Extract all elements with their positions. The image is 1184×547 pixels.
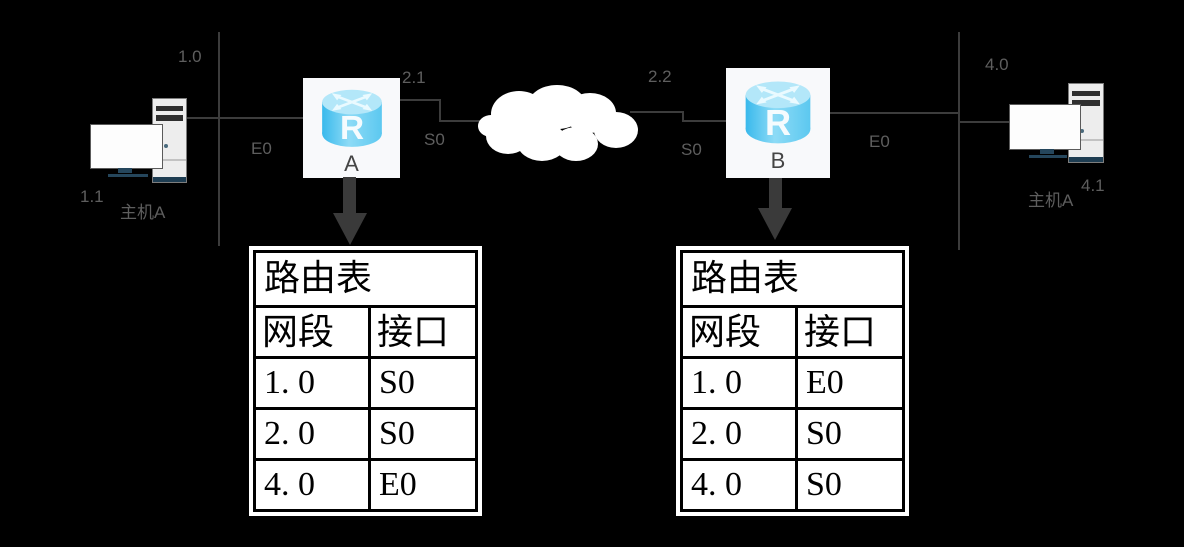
- router-arrows-icon: [336, 95, 367, 109]
- network-cell: 2. 0: [253, 407, 371, 461]
- monitor-stand: [1040, 149, 1054, 154]
- table-row: 4. 0 S0: [680, 458, 905, 512]
- left-host-link-line: [186, 117, 304, 119]
- router-a-name: A: [344, 151, 359, 176]
- tower-button: [164, 144, 168, 148]
- network-cell: 2. 0: [680, 407, 798, 461]
- interface-cell: S0: [368, 356, 478, 410]
- router-icon: R: [745, 81, 811, 144]
- left-host-ip-label: 1.1: [80, 187, 104, 206]
- network-cell: 4. 0: [253, 458, 371, 512]
- table-row: 4. 0 E0: [253, 458, 478, 512]
- router-b-wan-line-1: [630, 111, 684, 113]
- router-b-s0-label: S0: [681, 140, 702, 159]
- tower-button: [1080, 129, 1084, 133]
- router-b-e0-label: E0: [869, 132, 890, 151]
- router-b-name: B: [770, 148, 786, 173]
- column-header-interface: 接口: [795, 305, 905, 359]
- monitor-icon: [90, 124, 163, 169]
- router-b: R B: [726, 68, 830, 178]
- router-icon: R: [321, 89, 382, 147]
- router-a-e0-label: E0: [251, 139, 272, 158]
- interface-cell: E0: [795, 356, 905, 410]
- router-a-wan-line-1: [400, 99, 441, 101]
- routing-table-a: 路由表 网段 接口 1. 0 S0 2. 0 S0 4. 0 E0: [249, 246, 482, 516]
- interface-cell: S0: [795, 407, 905, 461]
- interface-cell: E0: [368, 458, 478, 512]
- monitor-stand-base: [108, 174, 148, 177]
- right-host-icon: [1006, 82, 1106, 163]
- routing-table-b: 路由表 网段 接口 1. 0 E0 2. 0 S0 4. 0 S0: [676, 246, 909, 516]
- router-b-lan-line: [830, 112, 959, 114]
- router-arrows-icon: [761, 87, 795, 102]
- router-b-wan-line-2: [682, 120, 727, 122]
- router-letter: R: [765, 102, 791, 143]
- router-a: R A: [303, 78, 400, 178]
- tower-slot: [1072, 100, 1100, 106]
- router-a-wan-line-2: [439, 120, 494, 122]
- monitor-stand-base: [1029, 155, 1067, 158]
- interface-cell: S0: [368, 407, 478, 461]
- routing-table-title: 路由表: [253, 250, 478, 308]
- tower-base: [153, 177, 186, 182]
- router-b-wan-line-step: [682, 111, 684, 122]
- router-a-arrow-shaft: [343, 177, 356, 216]
- router-a-s0-label: S0: [424, 130, 445, 149]
- network-cell: 1. 0: [253, 356, 371, 410]
- tower-slot: [1072, 91, 1100, 96]
- tower-slot: [156, 115, 183, 121]
- right-host-link-line: [958, 121, 1010, 123]
- tower-slot: [156, 106, 183, 111]
- router-b-arrow-shaft: [769, 178, 782, 211]
- column-header-network: 网段: [253, 305, 371, 359]
- table-row: 1. 0 S0: [253, 356, 478, 410]
- right-host-ip-label: 4.1: [1081, 176, 1105, 195]
- interface-cell: S0: [795, 458, 905, 512]
- tower-divider: [1069, 139, 1103, 141]
- left-segment-line: [218, 32, 220, 246]
- table-row: 2. 0 S0: [253, 407, 478, 461]
- table-row: 2. 0 S0: [680, 407, 905, 461]
- wan-cloud-icon: [477, 78, 647, 175]
- right-host-name-label: 主机A: [1028, 191, 1074, 210]
- router-a-wan-ip-label: 2.1: [402, 68, 426, 87]
- tower-base: [1069, 157, 1103, 162]
- monitor-icon: [1009, 104, 1081, 150]
- table-row: 1. 0 E0: [680, 356, 905, 410]
- down-arrow-icon: [758, 208, 792, 240]
- router-a-wan-line-step: [439, 99, 441, 122]
- column-header-network: 网段: [680, 305, 798, 359]
- left-host-icon: [88, 96, 188, 183]
- right-segment-label: 4.0: [985, 55, 1009, 74]
- network-cell: 4. 0: [680, 458, 798, 512]
- tower-divider: [153, 159, 186, 161]
- routing-table-title: 路由表: [680, 250, 905, 308]
- monitor-stand: [118, 168, 132, 173]
- left-host-name-label: 主机A: [120, 203, 166, 222]
- right-segment-line: [958, 32, 960, 250]
- router-letter: R: [339, 110, 363, 147]
- router-b-wan-ip-label: 2.2: [648, 67, 672, 86]
- down-arrow-icon: [333, 213, 367, 245]
- column-header-interface: 接口: [368, 305, 478, 359]
- left-segment-label: 1.0: [178, 47, 202, 66]
- network-cell: 1. 0: [680, 356, 798, 410]
